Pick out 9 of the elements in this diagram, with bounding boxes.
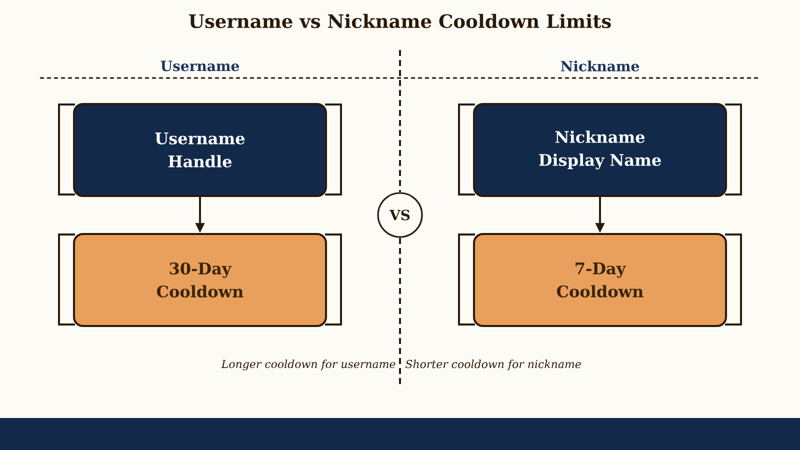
title: Username vs Nickname Cooldown Limits <box>189 14 611 28</box>
rounded-box: 7-Day Cooldown <box>473 233 727 327</box>
rounded-box: Nickname Display Name <box>473 103 727 197</box>
column-heading: Username <box>160 60 240 72</box>
rounded-box: Username Handle <box>73 103 327 197</box>
caption-text: Longer cooldown for username <box>221 360 396 370</box>
rounded-box: 30-Day Cooldown <box>73 233 327 327</box>
caption-text: Shorter cooldown for nickname <box>406 360 581 370</box>
column-heading: Nickname <box>560 60 640 72</box>
